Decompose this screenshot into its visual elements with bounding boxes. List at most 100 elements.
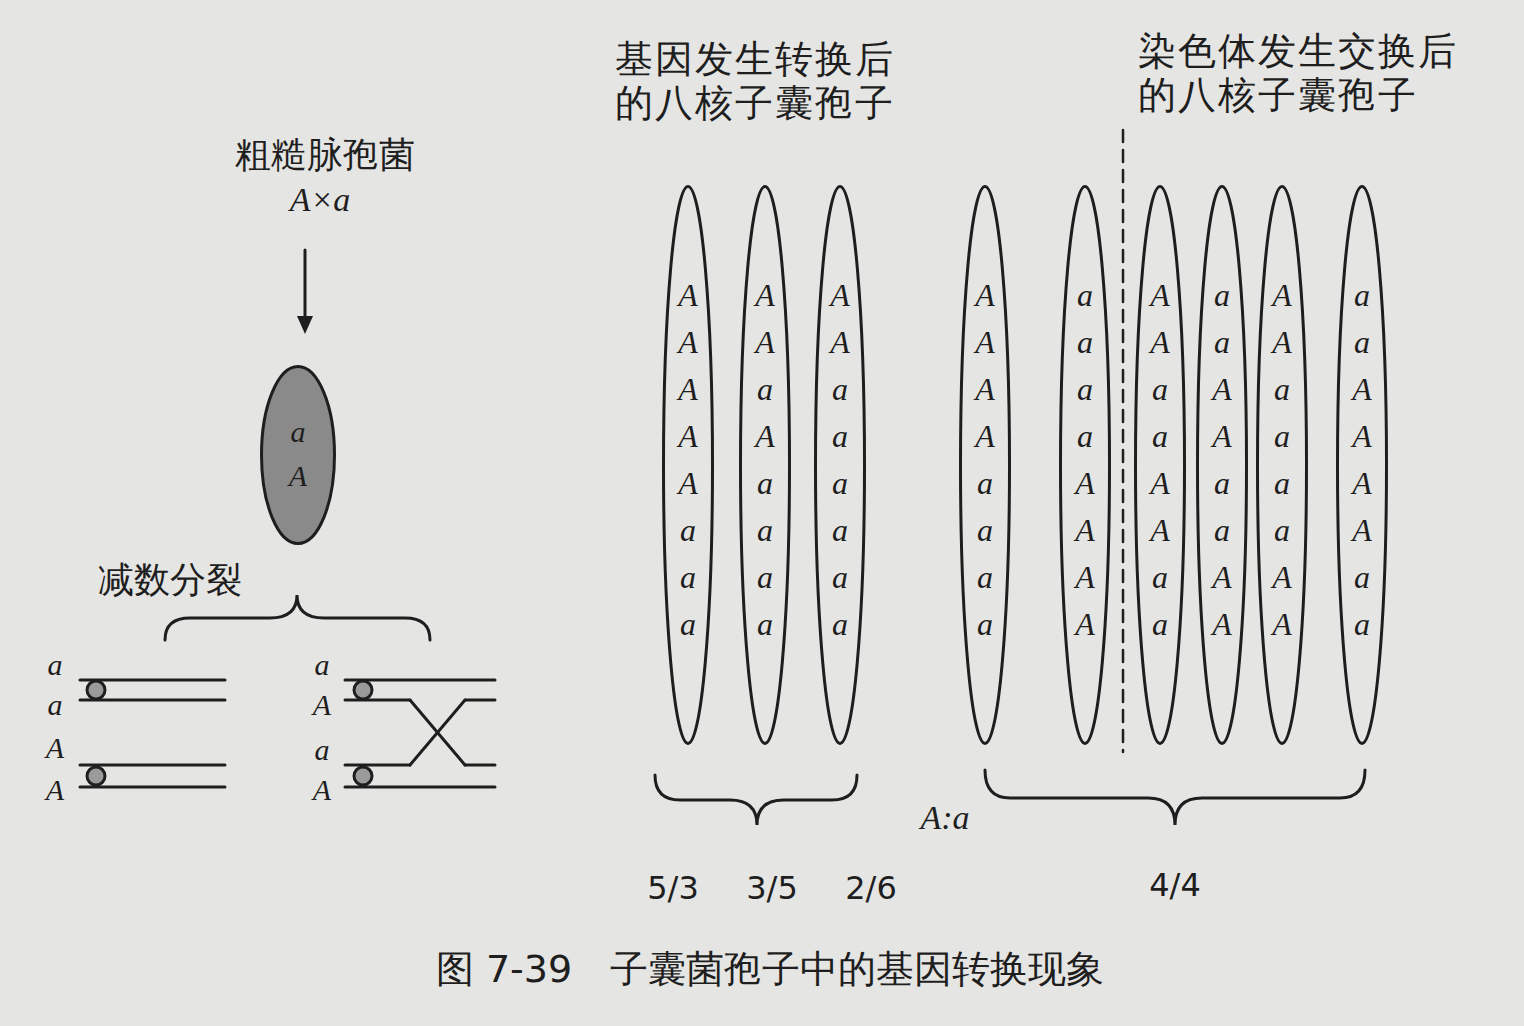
allele-letter: a: [832, 561, 848, 593]
allele-letter: A: [1212, 561, 1232, 593]
allele-letter: a: [832, 467, 848, 499]
allele-letter: a: [977, 514, 993, 546]
allele-letter: a: [1152, 561, 1168, 593]
allele-letter: A: [1352, 420, 1372, 452]
allele-letter: A: [975, 279, 995, 311]
allele-letter: A: [1150, 279, 1170, 311]
allele-label: A: [313, 688, 331, 723]
allele-letter: A: [678, 373, 698, 405]
ascus: aaaaAAAA: [1059, 185, 1111, 745]
allele-letter: A: [1212, 373, 1232, 405]
column-heading: 染色体发生交换后 的八核子囊孢子: [1138, 30, 1483, 117]
allele-letter: a: [757, 608, 773, 640]
process-name: 减数分裂: [98, 559, 242, 600]
allele-letter: A: [755, 326, 775, 358]
allele-letter: a: [1274, 514, 1290, 546]
down-arrow: [304, 250, 307, 320]
allele-letter: a: [1354, 326, 1370, 358]
allele-letter: A: [678, 279, 698, 311]
allele-letter: a: [1354, 279, 1370, 311]
ellipse-outline: [1256, 185, 1308, 745]
allele-letter: a: [757, 561, 773, 593]
allele-letter: a: [1274, 373, 1290, 405]
allele-letter: a: [680, 514, 696, 546]
allele-label: A: [313, 773, 331, 808]
ellipse-outline: [1134, 185, 1186, 745]
allele-letter: a: [832, 420, 848, 452]
figure-caption: 图 7-39 子囊菌孢子中的基因转换现象: [436, 948, 1104, 992]
ratio-value: 5/3: [647, 870, 699, 907]
brace: [165, 595, 430, 640]
allele-label: a: [315, 733, 330, 768]
allele-letter: A: [1272, 326, 1292, 358]
allele-letter: a: [757, 373, 773, 405]
allele-letter: a: [977, 467, 993, 499]
allele-letter: a: [977, 608, 993, 640]
column-heading: 基因发生转换后 的八核子囊孢子: [615, 38, 915, 125]
allele-letter: a: [757, 467, 773, 499]
ascus: aaAAAAaa: [1336, 185, 1388, 745]
ascus: AAaAaaaa: [739, 185, 791, 745]
allele-letter: A: [1075, 608, 1095, 640]
ellipse-outline: [959, 185, 1011, 745]
chromosome-pair: [80, 680, 225, 787]
dashed-divider: [1122, 130, 1125, 752]
allele-letter: a: [1077, 373, 1093, 405]
allele-letter: A: [975, 420, 995, 452]
allele-letter: A: [1272, 279, 1292, 311]
allele-letter: a: [1214, 326, 1230, 358]
allele-letter: A: [1150, 467, 1170, 499]
allele-letter: A: [1212, 608, 1232, 640]
ellipse-outline: [814, 185, 866, 745]
allele-label: a: [48, 688, 63, 723]
allele-letter: A: [1272, 561, 1292, 593]
allele-letter: a: [1077, 279, 1093, 311]
allele-letter: A: [1352, 467, 1372, 499]
ascus: AAaaAAaa: [1134, 185, 1186, 745]
allele-letter: a: [1214, 467, 1230, 499]
ellipse-outline: [739, 185, 791, 745]
allele-letter: A: [678, 467, 698, 499]
allele-letter: a: [1077, 420, 1093, 452]
ratio-value: 4/4: [1149, 867, 1201, 904]
ascus: AAAAaaaa: [959, 185, 1011, 745]
allele-letter: A: [678, 326, 698, 358]
species-name: 粗糙脉孢菌: [235, 134, 415, 175]
ellipse-outline: [1336, 185, 1388, 745]
allele-letter: a: [1354, 608, 1370, 640]
allele-letter: A: [975, 373, 995, 405]
ascus: AAaaaaaa: [814, 185, 866, 745]
allele-letter: a: [291, 417, 306, 447]
allele-letter: A: [1150, 514, 1170, 546]
brace: [655, 775, 857, 825]
ratio-value: 3/5: [746, 870, 798, 907]
ellipse-outline: [662, 185, 714, 745]
allele-letter: A: [1150, 326, 1170, 358]
allele-letter: a: [832, 608, 848, 640]
allele-letter: A: [289, 461, 307, 491]
brace: [985, 770, 1365, 825]
ellipse-outline: [1196, 185, 1248, 745]
allele-letter: A: [1075, 467, 1095, 499]
allele-label: A: [46, 731, 64, 766]
allele-letter: a: [757, 514, 773, 546]
allele-letter: a: [1214, 514, 1230, 546]
allele-letter: a: [832, 373, 848, 405]
ascus: aaAAaaAA: [1196, 185, 1248, 745]
allele-letter: A: [1075, 514, 1095, 546]
ratio-heading: A:a: [920, 798, 969, 837]
allele-letter: a: [1214, 279, 1230, 311]
cross-formula: A×a: [290, 180, 351, 219]
allele-letter: A: [975, 326, 995, 358]
allele-letter: a: [1274, 467, 1290, 499]
allele-letter: a: [680, 561, 696, 593]
allele-letter: A: [1352, 373, 1372, 405]
allele-letter: a: [1152, 373, 1168, 405]
allele-label: a: [48, 648, 63, 683]
allele-label: A: [46, 773, 64, 808]
ascus: AAAAAaaa: [662, 185, 714, 745]
allele-letter: A: [678, 420, 698, 452]
crossover-pair: [345, 680, 495, 787]
allele-letter: a: [1152, 608, 1168, 640]
allele-letter: A: [830, 279, 850, 311]
